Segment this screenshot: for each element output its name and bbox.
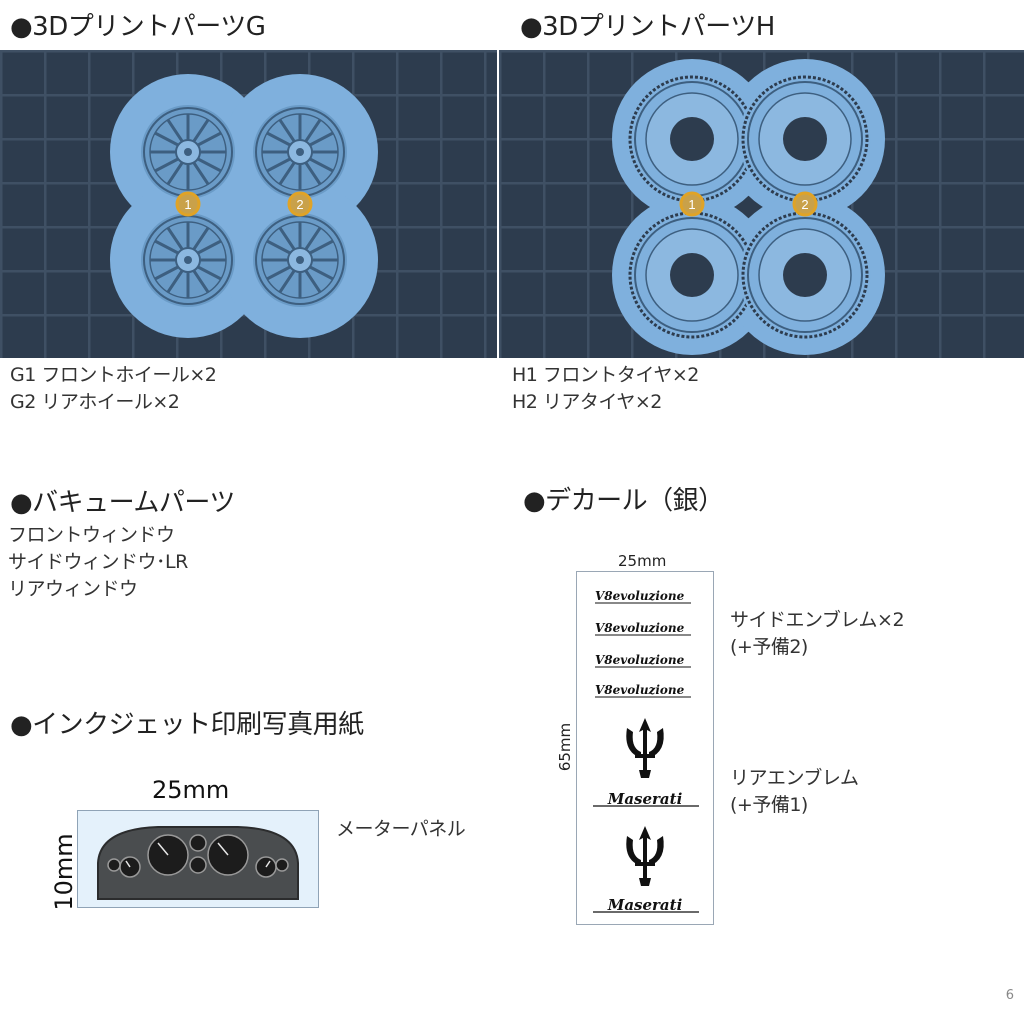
side-emblem: V8evoluzione (595, 589, 685, 603)
rear-emblem-caption: リアエンブレム (+予備1) (730, 765, 859, 819)
side-emblem: V8evoluzione (595, 653, 685, 667)
side-emblem-caption: サイドエンブレム×2 (+予備2) (730, 607, 905, 661)
meter-height-label: 10mm (50, 833, 78, 911)
section-h-print-bed-image: 1 2 (499, 50, 1024, 358)
vacuum-item: リアウィンドウ (8, 578, 138, 600)
decal-heading: ●デカール（銀） (523, 486, 724, 516)
vacuum-list: フロントウィンドウ サイドウィンドウ･LR リアウィンドウ (8, 522, 188, 603)
maserati-logo-text: Maserati (607, 896, 683, 914)
vacuum-item: サイドウィンドウ･LR (8, 551, 188, 573)
section-g-print-bed-image: 1 2 (0, 50, 497, 358)
section-g-heading: ●3DプリントパーツG (10, 12, 266, 42)
marker-g1: 1 (184, 197, 191, 212)
decal-sheet: V8evoluzione V8evoluzione V8evoluzione V… (576, 571, 714, 925)
trident-logo-icon (626, 718, 664, 778)
g2-line: G2 リアホイール×2 (10, 391, 180, 413)
decal-height-label: 65mm (556, 722, 574, 772)
marker-g2: 2 (296, 197, 303, 212)
page-number: 6 (1005, 988, 1014, 1003)
h2-line: H2 リアタイヤ×2 (512, 391, 662, 413)
maserati-logo-text: Maserati (607, 790, 683, 808)
rear-emblem-caption-line: (+予備1) (730, 794, 808, 816)
inkjet-heading: ●インクジェット印刷写真用紙 (10, 710, 364, 740)
meter-panel-image (77, 810, 319, 908)
side-emblem-caption-line: サイドエンブレム×2 (730, 609, 905, 631)
vacuum-item: フロントウィンドウ (8, 524, 175, 546)
side-emblem: V8evoluzione (595, 683, 685, 697)
side-emblem-caption-line: (+予備2) (730, 636, 808, 658)
marker-h2: 2 (801, 197, 808, 212)
meter-width-label: 25mm (152, 776, 230, 804)
vacuum-heading: ●バキュームパーツ (10, 488, 235, 518)
rear-emblem-caption-line: リアエンブレム (730, 767, 859, 789)
trident-logo-icon (626, 826, 664, 886)
section-h-heading: ●3DプリントパーツH (520, 12, 775, 42)
section-h-description: H1 フロントタイヤ×2 H2 リアタイヤ×2 (512, 362, 699, 416)
g1-line: G1 フロントホイール×2 (10, 364, 217, 386)
meter-caption: メーターパネル (336, 818, 466, 840)
h1-line: H1 フロントタイヤ×2 (512, 364, 699, 386)
decal-width-label: 25mm (618, 552, 667, 570)
section-g-description: G1 フロントホイール×2 G2 リアホイール×2 (10, 362, 217, 416)
marker-h1: 1 (688, 197, 695, 212)
side-emblem: V8evoluzione (595, 621, 685, 635)
